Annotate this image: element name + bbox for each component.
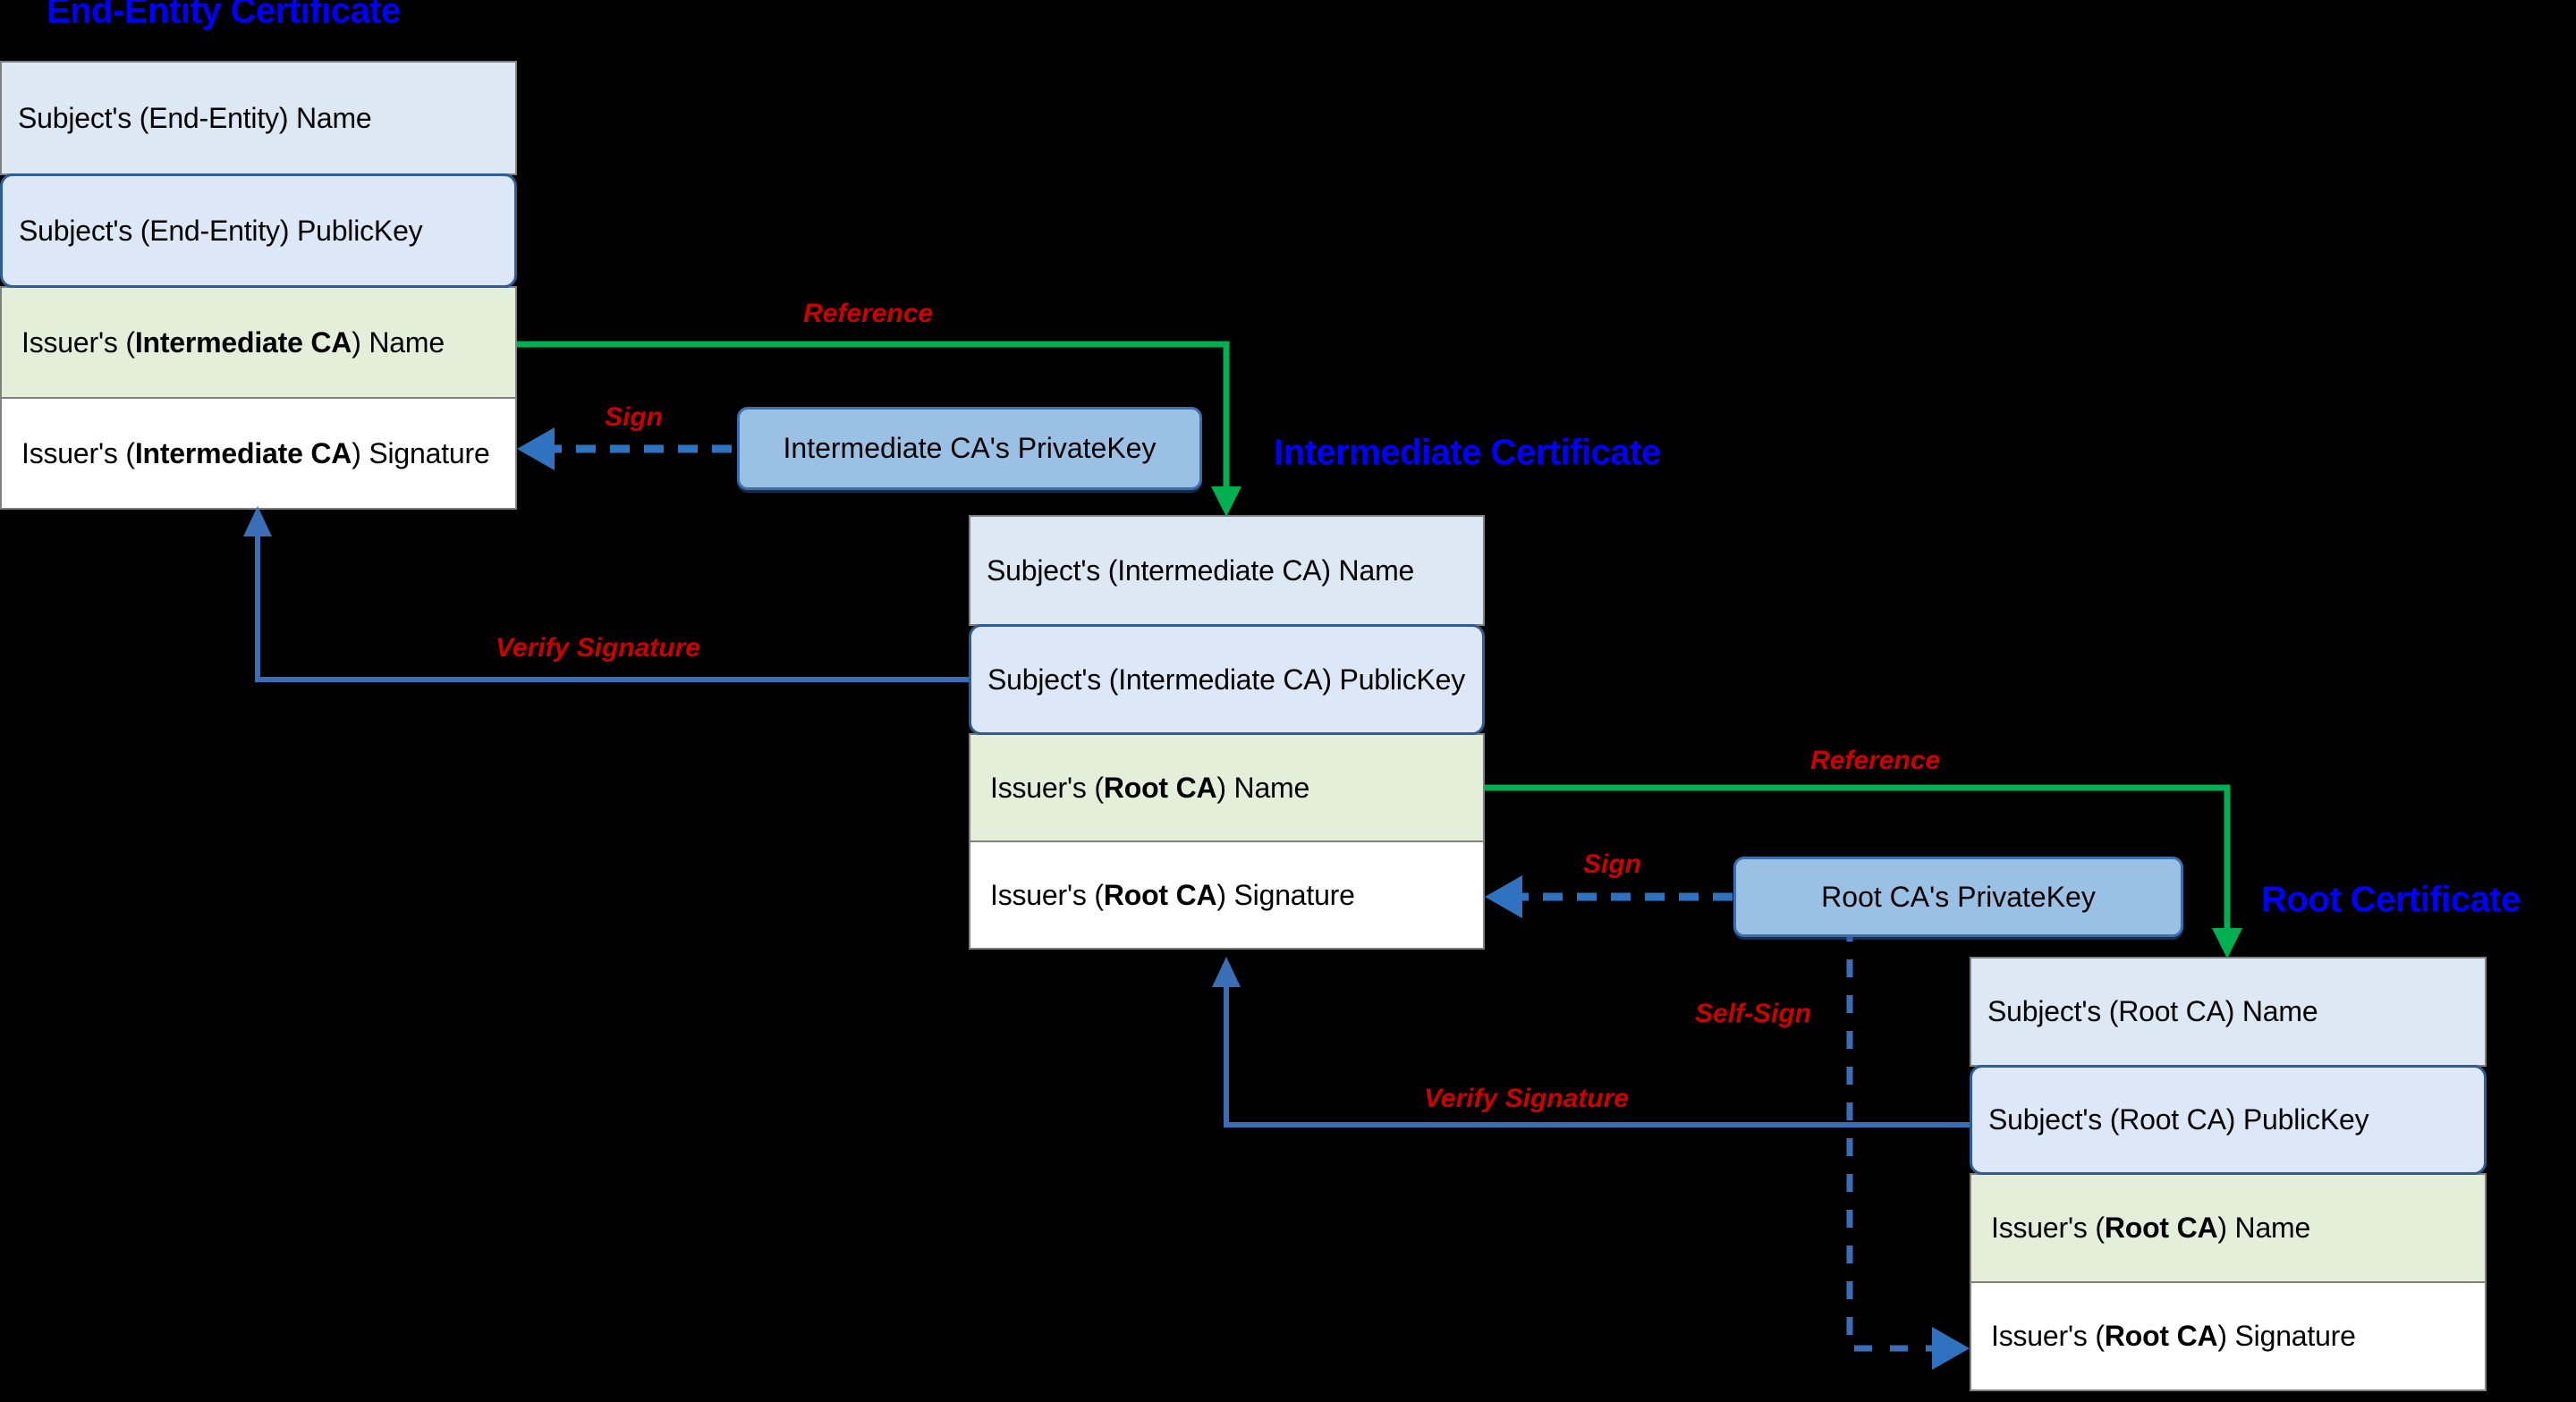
intermediate-subject-name-row[interactable]: Subject's (Intermediate CA) Name (969, 515, 1485, 626)
row-text: Subject's (End-Entity) Name (18, 101, 372, 134)
row-text-suffix: ) Name (352, 325, 445, 359)
sign-arrow-intermediate (517, 427, 732, 470)
intermediate-subject-publickey-row[interactable]: Subject's (Intermediate CA) PublicKey (969, 624, 1485, 735)
intermediate-issuer-name-row[interactable]: Issuer's (Root CA) Name (969, 733, 1485, 842)
self-sign-arrow (1846, 924, 1970, 1370)
row-text: Subject's (Intermediate CA) PublicKey (987, 663, 1466, 696)
row-text-bold: Intermediate CA (134, 436, 352, 469)
row-text: Subject's (Intermediate CA) Name (987, 553, 1415, 587)
root-issuer-signature-row[interactable]: Issuer's (Root CA) Signature (1970, 1281, 2487, 1391)
end-entity-subject-publickey-row[interactable]: Subject's (End-Entity) PublicKey (0, 173, 517, 288)
intermediate-ca-privatekey-box[interactable]: Intermediate CA's PrivateKey (737, 407, 1202, 490)
row-text: Subject's (Root CA) PublicKey (1988, 1103, 2369, 1136)
end-entity-certificate-title: End-Entity Certificate (47, 0, 401, 30)
root-ca-privatekey-box[interactable]: Root CA's PrivateKey (1733, 857, 2183, 937)
row-text-suffix: ) Signature (352, 436, 490, 469)
intermediate-certificate-title: Intermediate Certificate (1274, 433, 1661, 472)
row-text-suffix: ) Name (2217, 1212, 2311, 1244)
row-text-bold: Root CA (2104, 1320, 2218, 1352)
row-text-bold: Root CA (2104, 1212, 2218, 1244)
row-text-bold: Root CA (1103, 878, 1217, 911)
reference-label-bottom: Reference (1810, 746, 1941, 775)
row-text: Subject's (Root CA) Name (1987, 995, 2318, 1027)
verify-signature-label-top: Verify Signature (496, 633, 700, 663)
end-entity-issuer-signature-row[interactable]: Issuer's (Intermediate CA) Signature (0, 397, 517, 510)
row-text-suffix: ) Signature (1216, 878, 1355, 911)
sign-arrow-root (1485, 875, 1733, 918)
end-entity-subject-name-row[interactable]: Subject's (End-Entity) Name (0, 61, 517, 175)
root-certificate-title: Root Certificate (2261, 880, 2521, 919)
row-text-suffix: ) Signature (2217, 1320, 2356, 1352)
row-text-suffix: ) Name (1216, 771, 1310, 804)
intermediate-issuer-signature-row[interactable]: Issuer's (Root CA) Signature (969, 840, 1485, 950)
sign-label-intermediate: Sign (605, 402, 663, 432)
reference-label-top: Reference (803, 299, 934, 328)
row-text-prefix: Issuer's ( (990, 878, 1104, 911)
root-certificate: Subject's (Root CA) Name Subject's (Root… (1970, 957, 2487, 1391)
row-text-prefix: Issuer's ( (21, 325, 135, 359)
row-text-bold: Intermediate CA (134, 325, 352, 359)
end-entity-certificate: Subject's (End-Entity) Name Subject's (E… (0, 61, 517, 510)
row-text-prefix: Issuer's ( (1991, 1212, 2105, 1244)
root-subject-publickey-row[interactable]: Subject's (Root CA) PublicKey (1970, 1065, 2487, 1175)
privatekey-label: Root CA's PrivateKey (1821, 880, 2096, 913)
row-text-prefix: Issuer's ( (1991, 1320, 2105, 1352)
row-text-prefix: Issuer's ( (990, 771, 1104, 804)
privatekey-label: Intermediate CA's PrivateKey (783, 432, 1157, 464)
row-text-bold: Root CA (1103, 771, 1217, 804)
verify-signature-label-bottom: Verify Signature (1424, 1084, 1629, 1113)
row-text: Subject's (End-Entity) PublicKey (19, 214, 423, 247)
sign-label-root: Sign (1583, 849, 1641, 879)
root-issuer-name-row[interactable]: Issuer's (Root CA) Name (1970, 1173, 2487, 1283)
root-subject-name-row[interactable]: Subject's (Root CA) Name (1970, 957, 2487, 1067)
row-text-prefix: Issuer's ( (21, 436, 135, 469)
intermediate-certificate: Subject's (Intermediate CA) Name Subject… (969, 515, 1485, 950)
end-entity-issuer-name-row[interactable]: Issuer's (Intermediate CA) Name (0, 286, 517, 399)
self-sign-label: Self-Sign (1695, 999, 1812, 1028)
